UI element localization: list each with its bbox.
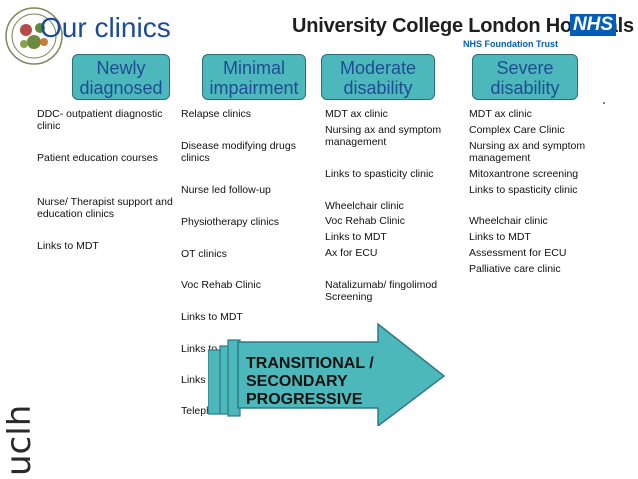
trust-label: NHS Foundation Trust: [463, 39, 558, 49]
heading-severe-disability: Severe disability: [472, 54, 578, 100]
list-item: Nursing ax and symptom management: [469, 140, 586, 165]
heading-newly-diagnosed: Newly diagnosed: [72, 54, 170, 100]
list-item: Palliative care clinic: [469, 263, 561, 275]
transition-label-line: TRANSITIONAL /: [246, 355, 374, 372]
list-item: Mitoxantrone screening: [469, 168, 579, 180]
heading-line: Newly: [96, 58, 146, 78]
heading-line: Minimal: [222, 58, 285, 78]
heading-line: Severe: [496, 58, 554, 78]
list-item: Links to MDT: [469, 231, 531, 243]
list-item: Relapse clinics: [181, 108, 252, 120]
heading-line: diagnosed: [79, 78, 163, 98]
list-item: OT clinics: [181, 248, 227, 260]
decorative-dot: [603, 102, 605, 104]
list-item: Patient education courses: [37, 152, 158, 164]
list-item: Natalizumab/ fingolimod Screening: [325, 279, 438, 304]
uclh-logo-icon: uclh: [6, 405, 36, 476]
list-item: Links to MDT: [37, 240, 99, 252]
list-item: Complex Care Clinic: [469, 124, 565, 136]
list-item: Wheelchair clinic: [325, 200, 404, 212]
list-item: DDC- outpatient diagnostic clinic: [37, 108, 163, 133]
list-item: Links to MDT: [181, 311, 243, 323]
list-item: Links to spasticity clinic: [469, 184, 578, 196]
heading-moderate-disability: Moderate disability: [321, 54, 435, 100]
heading-minimal-impairment: Minimal impairment: [202, 54, 306, 100]
list-item: Links to MDT: [325, 231, 387, 243]
list-item: Nursing ax and symptom management: [325, 124, 442, 149]
organization-name: University College London Hospitals: [292, 15, 634, 37]
list-item: Voc Rehab Clinic: [325, 215, 405, 227]
list-item: Wheelchair clinic: [469, 215, 548, 227]
transition-label-line: PROGRESSIVE: [246, 391, 363, 408]
transition-label-line: SECONDARY: [246, 373, 348, 390]
list-item: Ax for ECU: [325, 247, 378, 259]
list-item: Assessment for ECU: [469, 247, 567, 259]
university-seal-icon: [5, 7, 63, 65]
heading-line: Moderate: [339, 58, 417, 78]
heading-line: impairment: [209, 78, 299, 98]
transition-label: TRANSITIONAL / SECONDARY PROGRESSIVE: [246, 355, 374, 409]
list-item: Links to spasticity clinic: [325, 168, 434, 180]
heading-line: disability: [343, 78, 413, 98]
transition-arrow: [208, 322, 446, 426]
list-item: Nurse/ Therapist support and education c…: [37, 196, 173, 221]
list-item: Voc Rehab Clinic: [181, 279, 261, 291]
list-item: Nurse led follow-up: [181, 184, 271, 196]
list-item: Teleph: [181, 405, 212, 417]
list-item: MDT ax clinic: [469, 108, 532, 120]
list-item: Physiotherapy clinics: [181, 216, 280, 228]
list-item: MDT ax clinic: [325, 108, 388, 120]
list-item: Disease modifying drugs clinics: [181, 140, 296, 165]
page-title: Our clinics: [40, 12, 171, 43]
uclh-logo-text: uclh: [6, 405, 36, 476]
heading-line: disability: [490, 78, 560, 98]
nhs-logo: NHS: [570, 14, 616, 36]
